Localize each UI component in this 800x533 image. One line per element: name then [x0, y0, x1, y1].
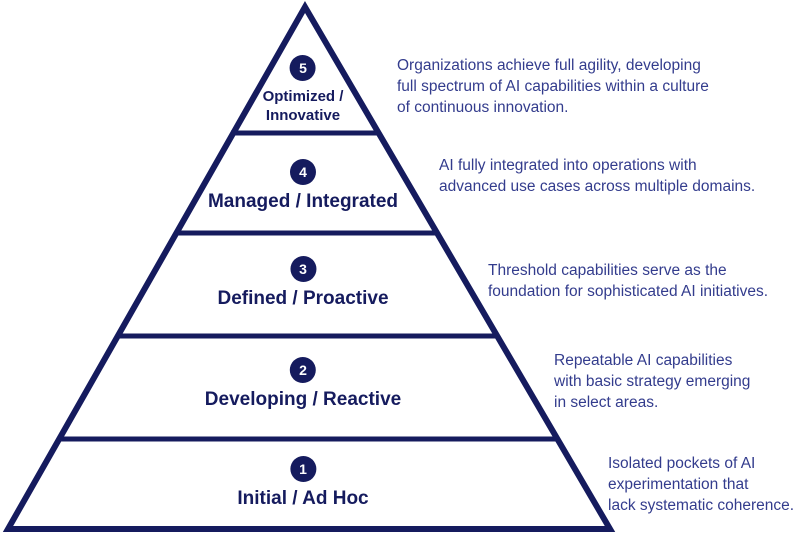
level-3-description: Threshold capabilities serve as the foun… — [488, 262, 769, 300]
level-2: 2 Developing / Reactive — [205, 357, 401, 410]
level-1: 1 Initial / Ad Hoc — [237, 456, 369, 509]
level-3-label: Defined / Proactive — [217, 288, 389, 309]
level-5-description: Organizations achieve full agility, deve… — [397, 57, 709, 116]
level-4: 4 Managed / Integrated — [208, 159, 398, 212]
level-2-badge: 2 — [290, 357, 316, 383]
level-2-label: Developing / Reactive — [204, 389, 402, 410]
level-3-number: 3 — [299, 261, 307, 277]
level-1-description: Isolated pockets of AI experimentation t… — [608, 455, 795, 514]
level-5-label: Optimized / Innovative — [262, 88, 344, 124]
level-4-number: 4 — [299, 164, 307, 180]
level-5: 5 Optimized / Innovative — [262, 55, 344, 125]
level-1-label: Initial / Ad Hoc — [237, 488, 369, 509]
level-1-badge: 1 — [290, 456, 316, 482]
level-2-description: Repeatable AI capabilities with basic st… — [554, 352, 751, 411]
level-3: 3 Defined / Proactive — [217, 256, 389, 309]
level-5-number: 5 — [299, 60, 307, 76]
level-3-badge: 3 — [290, 256, 316, 282]
level-4-badge: 4 — [290, 159, 316, 185]
level-1-number: 1 — [299, 461, 307, 477]
level-4-description: AI fully integrated into operations with… — [439, 157, 756, 195]
level-2-number: 2 — [299, 362, 307, 378]
level-5-badge: 5 — [290, 55, 316, 81]
level-4-label: Managed / Integrated — [207, 191, 399, 212]
